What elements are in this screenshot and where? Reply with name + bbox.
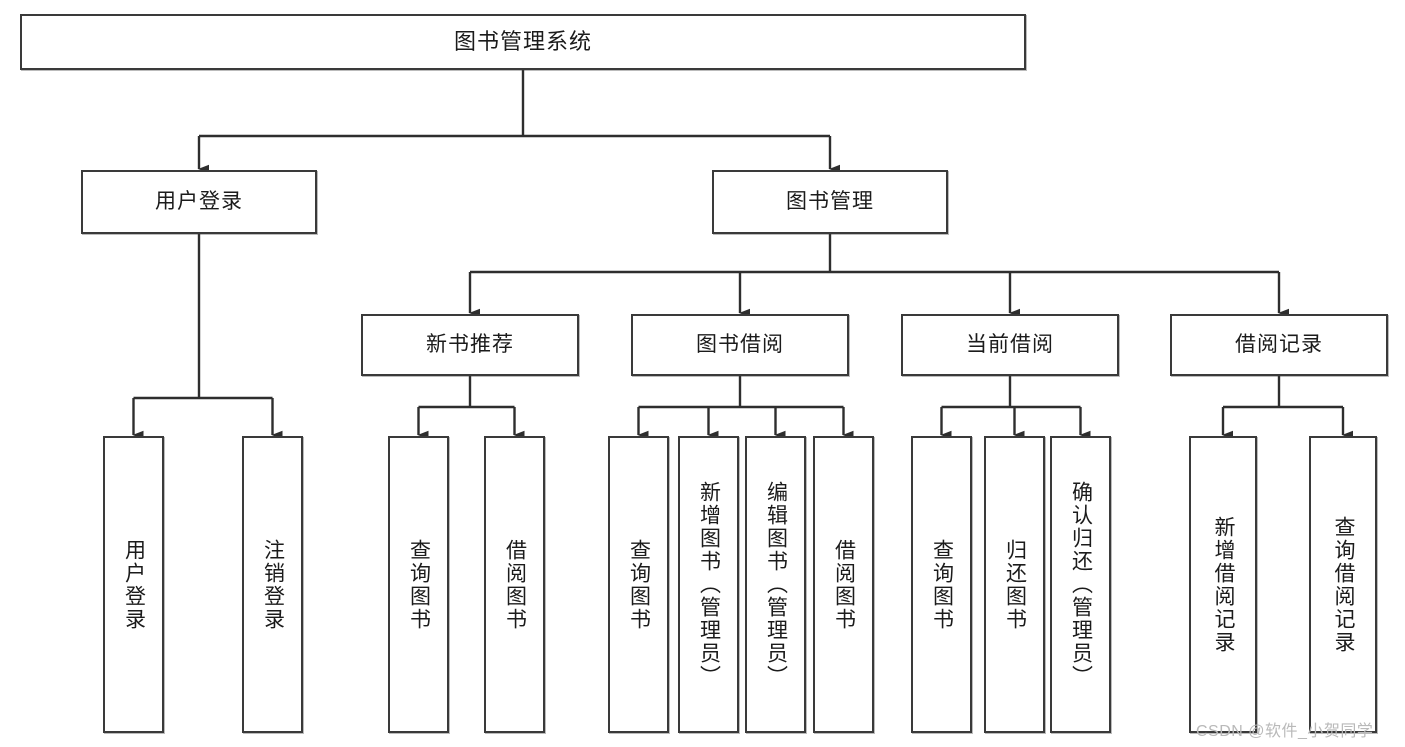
leaf-query-book-borrow[interactable]: 查询图书 <box>608 436 669 733</box>
leaf-confirm-return-label: 确认归还（管理员） <box>1069 481 1093 688</box>
leaf-borrow-book[interactable]: 借阅图书 <box>813 436 874 733</box>
leaf-confirm-return[interactable]: 确认归还（管理员） <box>1050 436 1111 733</box>
leaf-query-book-current[interactable]: 查询图书 <box>911 436 972 733</box>
leaf-add-book[interactable]: 新增图书（管理员） <box>678 436 739 733</box>
node-user-login[interactable]: 用户登录 <box>81 170 317 234</box>
node-current-borrow-label: 当前借阅 <box>966 332 1054 356</box>
node-current-borrow[interactable]: 当前借阅 <box>901 314 1119 376</box>
node-user-login-label: 用户登录 <box>155 189 243 213</box>
node-book-manage[interactable]: 图书管理 <box>712 170 948 234</box>
leaf-return-book[interactable]: 归还图书 <box>984 436 1045 733</box>
leaf-user-logout[interactable]: 注销登录 <box>242 436 303 733</box>
node-new-book-recommend-label: 新书推荐 <box>426 332 514 356</box>
node-borrow-record-label: 借阅记录 <box>1235 332 1323 356</box>
leaf-add-book-label: 新增图书（管理员） <box>697 481 721 688</box>
node-book-borrow-label: 图书借阅 <box>696 332 784 356</box>
csdn-watermark: CSDN @软件_小贺同学 <box>1196 723 1374 740</box>
leaf-borrow-book-recommend[interactable]: 借阅图书 <box>484 436 545 733</box>
leaf-edit-book-label: 编辑图书（管理员） <box>764 481 788 688</box>
leaf-query-book-recommend[interactable]: 查询图书 <box>388 436 449 733</box>
leaf-edit-book[interactable]: 编辑图书（管理员） <box>745 436 806 733</box>
leaf-user-login[interactable]: 用户登录 <box>103 436 164 733</box>
leaf-return-book-label: 归还图书 <box>1003 538 1027 631</box>
node-new-book-recommend[interactable]: 新书推荐 <box>361 314 579 376</box>
leaf-user-login-label: 用户登录 <box>122 538 146 631</box>
leaf-borrow-book-recommend-label: 借阅图书 <box>503 538 527 631</box>
leaf-query-book-recommend-label: 查询图书 <box>407 538 431 631</box>
node-book-borrow[interactable]: 图书借阅 <box>631 314 849 376</box>
leaf-query-borrow-record[interactable]: 查询借阅记录 <box>1309 436 1377 733</box>
leaf-borrow-book-label: 借阅图书 <box>832 538 856 631</box>
leaf-query-book-borrow-label: 查询图书 <box>627 538 651 631</box>
node-root[interactable]: 图书管理系统 <box>20 14 1026 70</box>
leaf-add-borrow-record-label: 新增借阅记录 <box>1212 515 1236 654</box>
node-root-label: 图书管理系统 <box>453 29 592 55</box>
leaf-query-borrow-record-label: 查询借阅记录 <box>1332 515 1356 654</box>
node-book-manage-label: 图书管理 <box>786 189 874 213</box>
leaf-add-borrow-record[interactable]: 新增借阅记录 <box>1189 436 1257 733</box>
node-borrow-record[interactable]: 借阅记录 <box>1170 314 1388 376</box>
leaf-user-logout-label: 注销登录 <box>261 538 285 631</box>
leaf-query-book-current-label: 查询图书 <box>930 538 954 631</box>
